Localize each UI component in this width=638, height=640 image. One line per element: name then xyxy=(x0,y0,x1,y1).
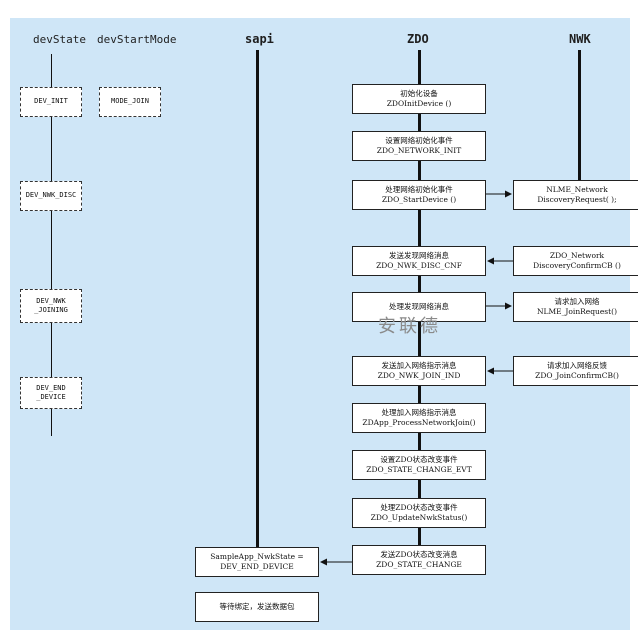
nwk-box-line1: NLME_Network xyxy=(546,184,608,194)
zdo-box-update-nwk-status: 处理ZDO状态改变事件 ZDO_UpdateNwkStatus() xyxy=(352,498,486,528)
nwk-box-line2: DiscoveryConfirmCB () xyxy=(533,261,621,270)
sapi-box-line1: SampleApp_NwkState = xyxy=(210,551,304,561)
zdo-box-state-change: 发送ZDO状态改变消息 ZDO_STATE_CHANGE xyxy=(352,545,486,575)
nwk-box-join-confirm: 请求加入网络反馈 ZDO_JoinConfirmCB() xyxy=(513,356,638,386)
nwk-box-line2: ZDO_JoinConfirmCB() xyxy=(535,371,619,380)
zdo-box-line1: 处理ZDO状态改变事件 xyxy=(380,502,458,512)
header-devstate: devState xyxy=(33,33,86,46)
nwk-box-line2: NLME_JoinRequest() xyxy=(536,307,618,316)
zdo-box-line1: 处理网络初始化事件 xyxy=(385,184,453,194)
nwk-lifeline xyxy=(578,50,581,180)
zdo-box-line2: ZDO_UpdateNwkStatus() xyxy=(370,513,468,522)
devstate-box-dev-nwk-disc: DEV_NWK_DISC xyxy=(20,181,82,211)
zdo-box-process-disc: 处理发现网络消息 xyxy=(352,292,486,322)
devstate-box-dev-nwk-joining: DEV_NWK _JOINING xyxy=(20,289,82,323)
devstate-box-label: DEV_NWK_DISC xyxy=(25,191,77,200)
header-nwk: NWK xyxy=(569,32,591,46)
devstate-box-dev-init: DEV_INIT xyxy=(20,87,82,117)
zdo-box-line2: ZDO_StartDevice () xyxy=(381,195,457,204)
sapi-box-line2: DEV_END_DEVICE xyxy=(220,562,294,571)
zdo-box-line1: 发送ZDO状态改变消息 xyxy=(380,549,458,559)
devstate-box-label: DEV_END xyxy=(36,383,66,392)
zdo-box-line2: ZDO_STATE_CHANGE xyxy=(376,560,462,569)
devstate-lifeline xyxy=(51,54,52,436)
zdo-box-nwk-disc-cnf: 发送发现网络消息 ZDO_NWK_DISC_CNF xyxy=(352,246,486,276)
sapi-box-line1: 等待绑定，发送数据包 xyxy=(219,601,295,611)
diagram-panel xyxy=(10,18,630,630)
zdo-box-line1: 处理加入网络指示消息 xyxy=(381,407,457,417)
zdo-box-init-device: 初始化设备 ZDOInitDevice () xyxy=(352,84,486,114)
devstate-box-label: DEV_NWK xyxy=(36,296,66,305)
zdo-box-line1: 处理发现网络消息 xyxy=(389,301,449,311)
header-zdo: ZDO xyxy=(407,32,429,46)
zdo-box-line2: ZDOInitDevice () xyxy=(386,99,452,108)
zdo-box-process-network-join: 处理加入网络指示消息 ZDApp_ProcessNetworkJoin() xyxy=(352,403,486,433)
header-sapi: sapi xyxy=(245,32,274,46)
sapi-box-nwk-state: SampleApp_NwkState = DEV_END_DEVICE xyxy=(195,547,319,577)
zdo-box-line1: 设置网络初始化事件 xyxy=(385,135,453,145)
zdo-box-nwk-join-ind: 发送加入网络指示消息 ZDO_NWK_JOIN_IND xyxy=(352,356,486,386)
nwk-box-line1: 请求加入网络 xyxy=(554,296,600,306)
zdo-box-line2: ZDO_NETWORK_INIT xyxy=(376,146,462,155)
nwk-box-line2: DiscoveryRequest( ); xyxy=(537,195,617,204)
header-devstartmode: devStartMode xyxy=(97,33,177,46)
devstate-box-label: _JOINING xyxy=(34,306,68,314)
nwk-box-line1: ZDO_Network xyxy=(549,250,605,260)
watermark-text: 安联德 xyxy=(378,316,441,337)
nwk-box-line1: 请求加入网络反馈 xyxy=(547,360,607,370)
zdo-box-line2: ZDO_NWK_JOIN_IND xyxy=(377,371,461,380)
zdo-box-line1: 设置ZDO状态改变事件 xyxy=(380,454,458,464)
devstate-box-dev-end-device: DEV_END _DEVICE xyxy=(20,377,82,409)
sapi-lifeline xyxy=(256,50,259,560)
nwk-box-discovery-request: NLME_Network DiscoveryRequest( ); xyxy=(513,180,638,210)
devstartmode-box-label: MODE_JOIN xyxy=(111,97,149,106)
sapi-box-wait-bind: 等待绑定，发送数据包 xyxy=(195,592,319,622)
nwk-box-join-request: 请求加入网络 NLME_JoinRequest() xyxy=(513,292,638,322)
nwk-box-discovery-confirm: ZDO_Network DiscoveryConfirmCB () xyxy=(513,246,638,276)
zdo-box-network-init: 设置网络初始化事件 ZDO_NETWORK_INIT xyxy=(352,131,486,161)
zdo-box-line2: ZDApp_ProcessNetworkJoin() xyxy=(362,418,476,427)
devstartmode-box-mode-join: MODE_JOIN xyxy=(99,87,161,117)
zdo-box-start-device: 处理网络初始化事件 ZDO_StartDevice () xyxy=(352,180,486,210)
zdo-box-state-change-evt: 设置ZDO状态改变事件 ZDO_STATE_CHANGE_EVT xyxy=(352,450,486,480)
zdo-box-line2: ZDO_NWK_DISC_CNF xyxy=(376,261,462,270)
zdo-box-line2: ZDO_STATE_CHANGE_EVT xyxy=(366,465,472,474)
devstate-box-label: _DEVICE xyxy=(36,393,66,401)
zdo-box-line1: 发送加入网络指示消息 xyxy=(381,360,457,370)
zdo-box-line1: 初始化设备 xyxy=(400,88,438,98)
zdo-box-line1: 发送发现网络消息 xyxy=(389,250,449,260)
devstate-box-label: DEV_INIT xyxy=(34,97,68,106)
